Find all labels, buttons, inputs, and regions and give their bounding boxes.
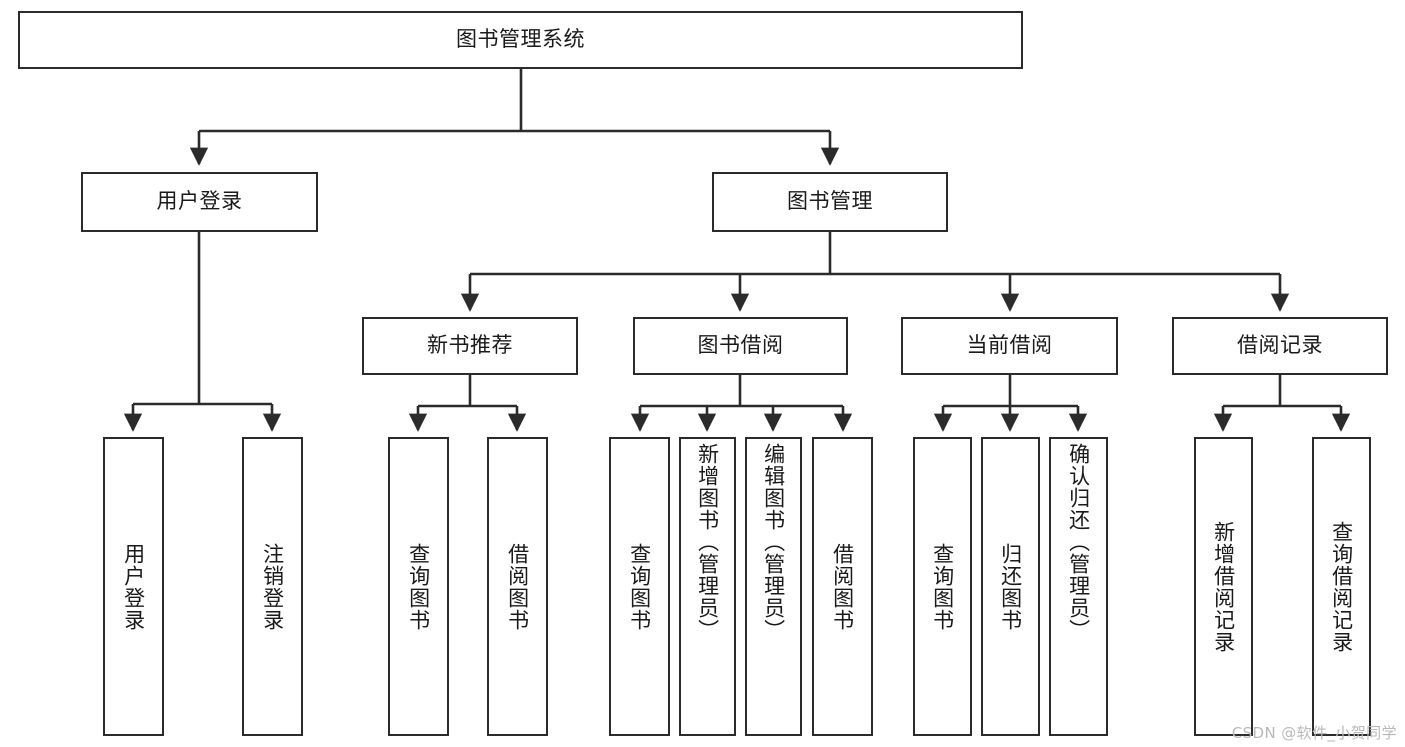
node-label: 用户登录 [156,189,243,214]
node-label: 图书管理 [787,189,873,214]
node-book-management[interactable]: 图书管理 [712,172,948,232]
leaf-current-borrow-query-book[interactable]: 查询图书 [913,437,972,736]
node-label: 新书推荐 [427,333,513,358]
node-book-borrow[interactable]: 图书借阅 [633,317,848,375]
node-borrow-record[interactable]: 借阅记录 [1172,317,1388,375]
node-label: 当前借阅 [966,333,1053,358]
node-label: 图书借阅 [697,333,784,358]
node-label: 编辑图书（管理员） [761,443,786,641]
node-label: 用户登录 [121,542,146,631]
csdn-watermark: CSDN @软件_小贺同学 [1231,724,1397,742]
leaf-book-borrow-add-book-admin[interactable]: 新增图书（管理员） [679,437,736,736]
node-label: 借阅图书 [505,542,530,631]
node-label: 借阅记录 [1237,333,1323,358]
node-new-book-recommend[interactable]: 新书推荐 [362,317,578,375]
node-label: 新增图书（管理员） [695,443,720,641]
node-label: 图书管理系统 [456,27,585,52]
node-current-borrow[interactable]: 当前借阅 [901,317,1118,375]
leaf-user-login-logout[interactable]: 注销登录 [242,437,303,736]
leaf-borrow-record-query-record[interactable]: 查询借阅记录 [1312,437,1371,736]
leaf-current-borrow-return-book[interactable]: 归还图书 [981,437,1040,736]
leaf-user-login-login[interactable]: 用户登录 [103,437,164,736]
leaf-current-borrow-confirm-return-admin[interactable]: 确认归还（管理员） [1049,437,1108,736]
node-label: 注销登录 [260,542,285,631]
node-label: 查询图书 [627,542,652,631]
node-label: 查询图书 [930,542,955,631]
node-label: 借阅图书 [830,542,855,631]
leaf-book-borrow-edit-book-admin[interactable]: 编辑图书（管理员） [745,437,802,736]
leaf-book-borrow-query-book[interactable]: 查询图书 [609,437,670,736]
node-label: 查询借阅记录 [1329,520,1354,653]
node-user-login[interactable]: 用户登录 [81,172,318,232]
leaf-book-borrow-borrow-book[interactable]: 借阅图书 [812,437,873,736]
node-label: 新增借阅记录 [1211,520,1236,653]
node-root-book-management-system[interactable]: 图书管理系统 [18,11,1023,69]
node-label: 归还图书 [998,542,1023,631]
leaf-new-book-borrow-book[interactable]: 借阅图书 [487,437,548,736]
leaf-new-book-query-book[interactable]: 查询图书 [388,437,449,736]
leaf-borrow-record-add-record[interactable]: 新增借阅记录 [1194,437,1253,736]
node-label: 确认归还（管理员） [1066,443,1091,641]
node-label: 查询图书 [406,542,431,631]
